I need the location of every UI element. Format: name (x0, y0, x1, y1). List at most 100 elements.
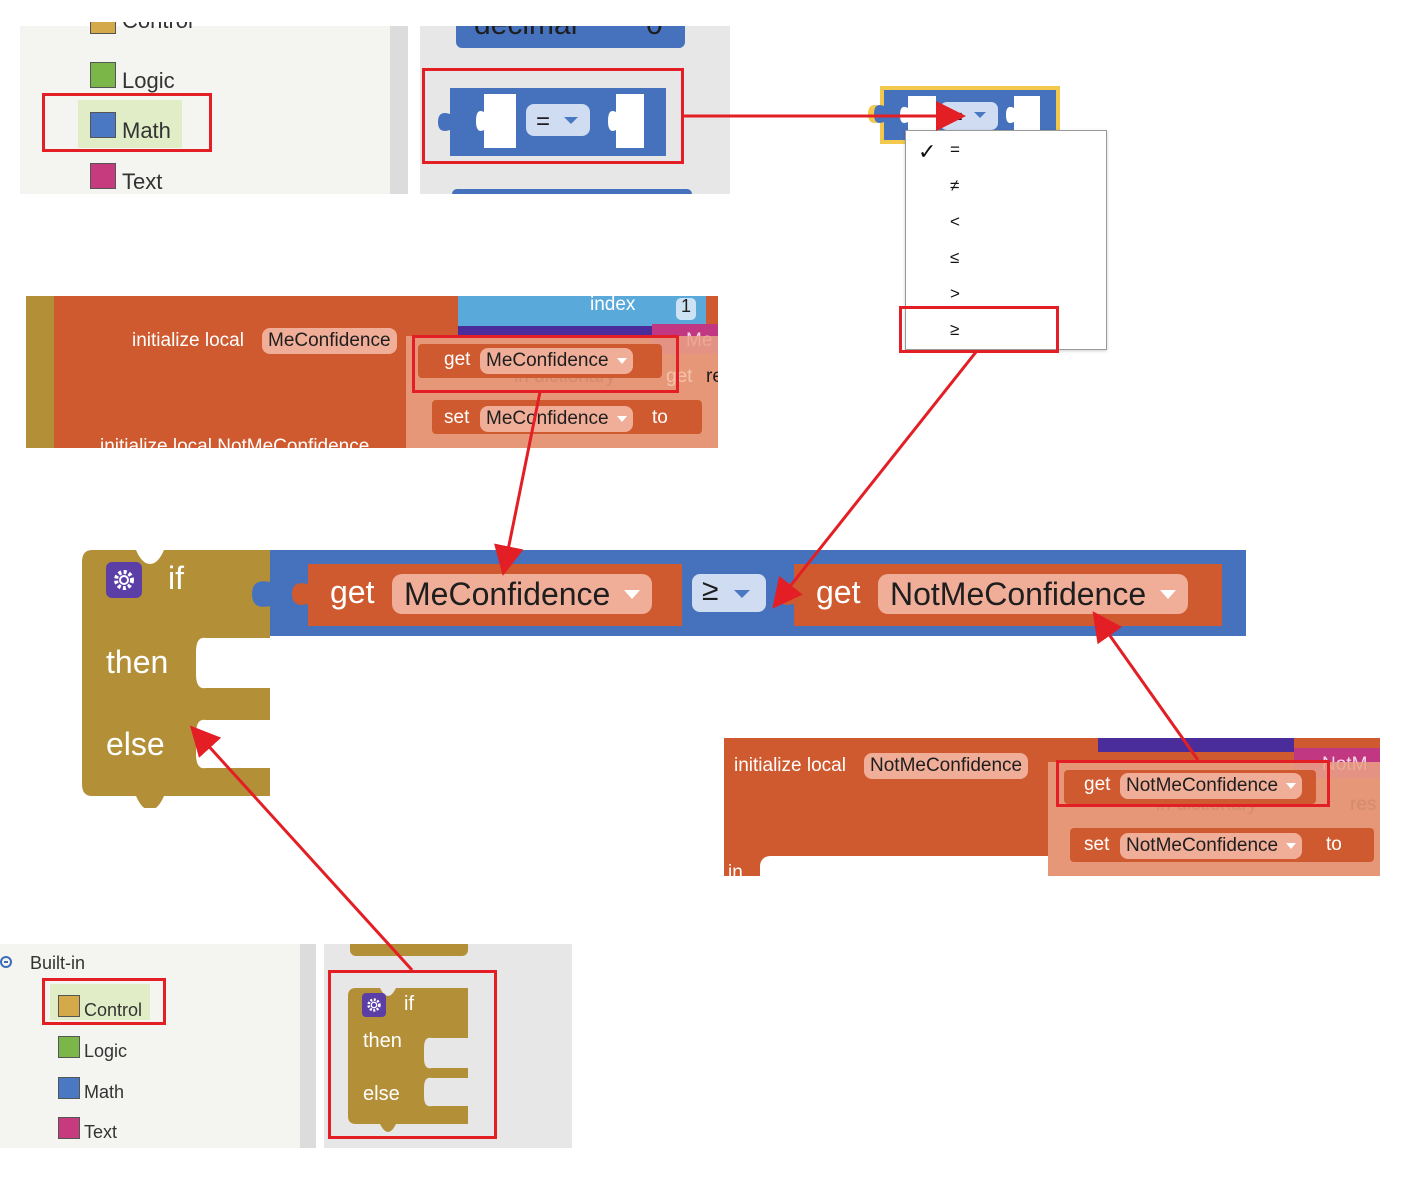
panel-me-confidence: index 1 Me initialize local MeConfidence… (26, 296, 718, 448)
category-label: Math (84, 1082, 125, 1102)
get-var-dropdown[interactable]: NotMeConfidence (1120, 773, 1303, 799)
math-compare-block[interactable]: = (436, 84, 668, 158)
get-var-label: MeConfidence (486, 350, 609, 371)
highlight-greater-equal-option (899, 306, 1059, 353)
text-swatch-icon (58, 1116, 80, 1139)
var-name-field[interactable]: NotMeConfidence (864, 753, 1029, 779)
else-label: else (106, 726, 165, 762)
control-swatch-icon (58, 994, 80, 1017)
get-right-label: get (816, 574, 861, 610)
menu-item-less-equal[interactable]: ≤ (950, 248, 960, 267)
category-label: Logic (122, 68, 175, 93)
to-label: to (1326, 834, 1342, 855)
menu-item-less-than[interactable]: < (950, 212, 960, 231)
var-name-field[interactable]: MeConfidence (262, 328, 397, 354)
index-label: index (590, 296, 636, 315)
chevron-down-icon (1286, 783, 1297, 789)
control-swatch-icon (90, 22, 116, 34)
decimal-block[interactable]: decimal 0 (440, 26, 685, 50)
partial-res-text: re (706, 366, 718, 387)
gear-icon[interactable] (362, 993, 386, 1017)
category-label: Text (122, 169, 163, 194)
chevron-down-icon (616, 358, 627, 364)
highlight-get-me-confidence (412, 335, 679, 393)
category-control[interactable]: Control (90, 22, 193, 36)
var-name-label: MeConfidence (268, 330, 391, 351)
blocks-palette-bottom (0, 944, 300, 1148)
get-label: get (1084, 774, 1111, 795)
category-math[interactable]: Math (90, 106, 171, 144)
math-swatch-icon (90, 112, 116, 138)
category-label: Text (84, 1122, 118, 1142)
set-label: set (444, 407, 470, 428)
selected-op-label: = (950, 104, 963, 129)
highlight-math-category (42, 93, 212, 152)
highlight-compare-block (422, 68, 684, 164)
collapse-icon[interactable] (0, 956, 12, 968)
category-label: Logic (84, 1041, 128, 1061)
var-name-label: NotMeConfidence (870, 755, 1023, 776)
built-in-tree-label[interactable]: Built-in (30, 953, 86, 973)
drawer-next-block (452, 189, 692, 194)
menu-item-not-equal[interactable]: ≠ (950, 176, 960, 195)
category-text[interactable]: Text (58, 1112, 117, 1143)
set-var-label: NotMeConfidence (1126, 835, 1279, 856)
menu-item-greater-equal[interactable]: ≥ (950, 320, 960, 339)
get-var-label: NotMeConfidence (1126, 775, 1279, 796)
palette-scrollbar[interactable] (390, 26, 408, 194)
init-label: initialize local (132, 330, 244, 351)
in-label: in (728, 862, 743, 876)
checkmark-icon: ✓ (918, 139, 937, 164)
init-label: initialize local (734, 755, 846, 776)
else-label: else (363, 1083, 400, 1105)
partial-res-text: res (1350, 794, 1377, 815)
category-logic[interactable]: Logic (58, 1031, 127, 1062)
get-left-var-label: MeConfidence (404, 575, 611, 612)
small-if-block[interactable] (346, 986, 472, 1136)
category-label: Control (84, 1000, 143, 1020)
menu-item-greater-than[interactable]: > (950, 284, 960, 303)
get-label: get (444, 349, 471, 370)
operator-label[interactable]: ≥ (702, 574, 719, 607)
set-var-label: MeConfidence (486, 408, 609, 429)
drawer-prev-block (350, 944, 468, 956)
highlight-get-not-me-confidence (1056, 760, 1330, 807)
chevron-down-icon (1286, 843, 1297, 849)
palette-scrollbar[interactable] (300, 944, 316, 1148)
decimal-label: decimal (474, 26, 577, 42)
get-right-var-dropdown[interactable]: NotMeConfidence (878, 574, 1189, 614)
set-var-dropdown[interactable]: MeConfidence (480, 406, 633, 432)
index-value[interactable]: 1 (681, 296, 692, 316)
set-var-dropdown[interactable]: NotMeConfidence (1120, 833, 1303, 859)
highlight-control-category (42, 978, 166, 1025)
chevron-down-icon (624, 589, 641, 599)
get-left-var-dropdown[interactable]: MeConfidence (392, 574, 653, 614)
to-label: to (652, 407, 668, 428)
get-left-label: get (330, 574, 375, 610)
logic-swatch-icon (90, 62, 116, 88)
category-control[interactable]: Control (58, 990, 142, 1021)
decimal-value[interactable]: 0 (646, 26, 663, 42)
compare-op-label: = (536, 108, 550, 135)
category-text[interactable]: Text (90, 157, 162, 195)
logic-swatch-icon (58, 1035, 80, 1058)
menu-item-equal[interactable]: = (950, 140, 960, 159)
text-swatch-icon (90, 163, 116, 189)
category-math[interactable]: Math (58, 1072, 124, 1103)
get-var-dropdown[interactable]: MeConfidence (480, 348, 633, 374)
highlight-if-block (328, 970, 497, 1139)
category-logic[interactable]: Logic (90, 56, 175, 94)
partial-init-next: initialize local NotMeConfidence (100, 436, 370, 448)
chevron-down-icon (616, 416, 627, 422)
chevron-down-icon (1160, 589, 1177, 599)
if-then-else-block[interactable] (80, 548, 272, 808)
gear-icon[interactable] (106, 562, 142, 598)
operator-dropdown-menu (905, 130, 1107, 350)
then-label: then (106, 644, 169, 680)
if-label: if (404, 993, 414, 1015)
category-label: Math (122, 118, 171, 143)
partial-get-text: get (666, 366, 693, 387)
math-swatch-icon (58, 1076, 80, 1099)
set-label: set (1084, 834, 1110, 855)
get-right-var-label: NotMeConfidence (890, 575, 1147, 612)
